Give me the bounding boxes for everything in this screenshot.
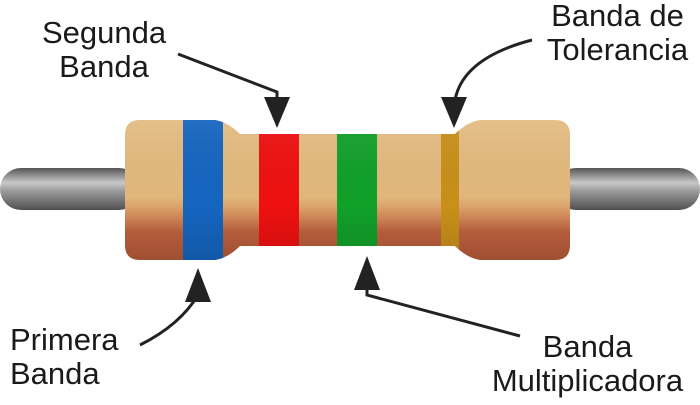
label-multiplier-band-line2: Multiplicadora (491, 363, 684, 398)
right-lead (555, 168, 700, 210)
body-shading (125, 120, 570, 260)
arrow-primera-line (139, 294, 200, 347)
arrow-multi-line (365, 285, 521, 338)
arrowhead-primera (185, 268, 211, 302)
arrowhead-segunda (264, 97, 290, 128)
arrowhead-multi (354, 256, 380, 290)
label-tolerance-band: Banda de Tolerancia (530, 0, 700, 67)
label-tolerance-band-line1: Banda de (551, 0, 684, 33)
arrowhead-tolerancia (441, 97, 467, 128)
arrow-segunda-line (177, 52, 279, 100)
label-first-band: Primera Banda (10, 323, 140, 391)
label-multiplier-band: Banda Multiplicadora (470, 330, 700, 398)
label-tolerance-band-line2: Tolerancia (546, 32, 689, 67)
label-first-band-line2: Banda (10, 356, 100, 391)
label-first-band-line1: Primera (10, 322, 119, 357)
label-second-band-line2: Banda (59, 49, 149, 84)
arrow-tolerancia-line (453, 38, 533, 101)
arrowheads (185, 97, 467, 302)
left-lead (0, 168, 140, 210)
label-second-band: Segunda Banda (30, 16, 178, 84)
label-multiplier-band-line1: Banda (542, 329, 633, 364)
label-second-band-line1: Segunda (41, 15, 167, 50)
